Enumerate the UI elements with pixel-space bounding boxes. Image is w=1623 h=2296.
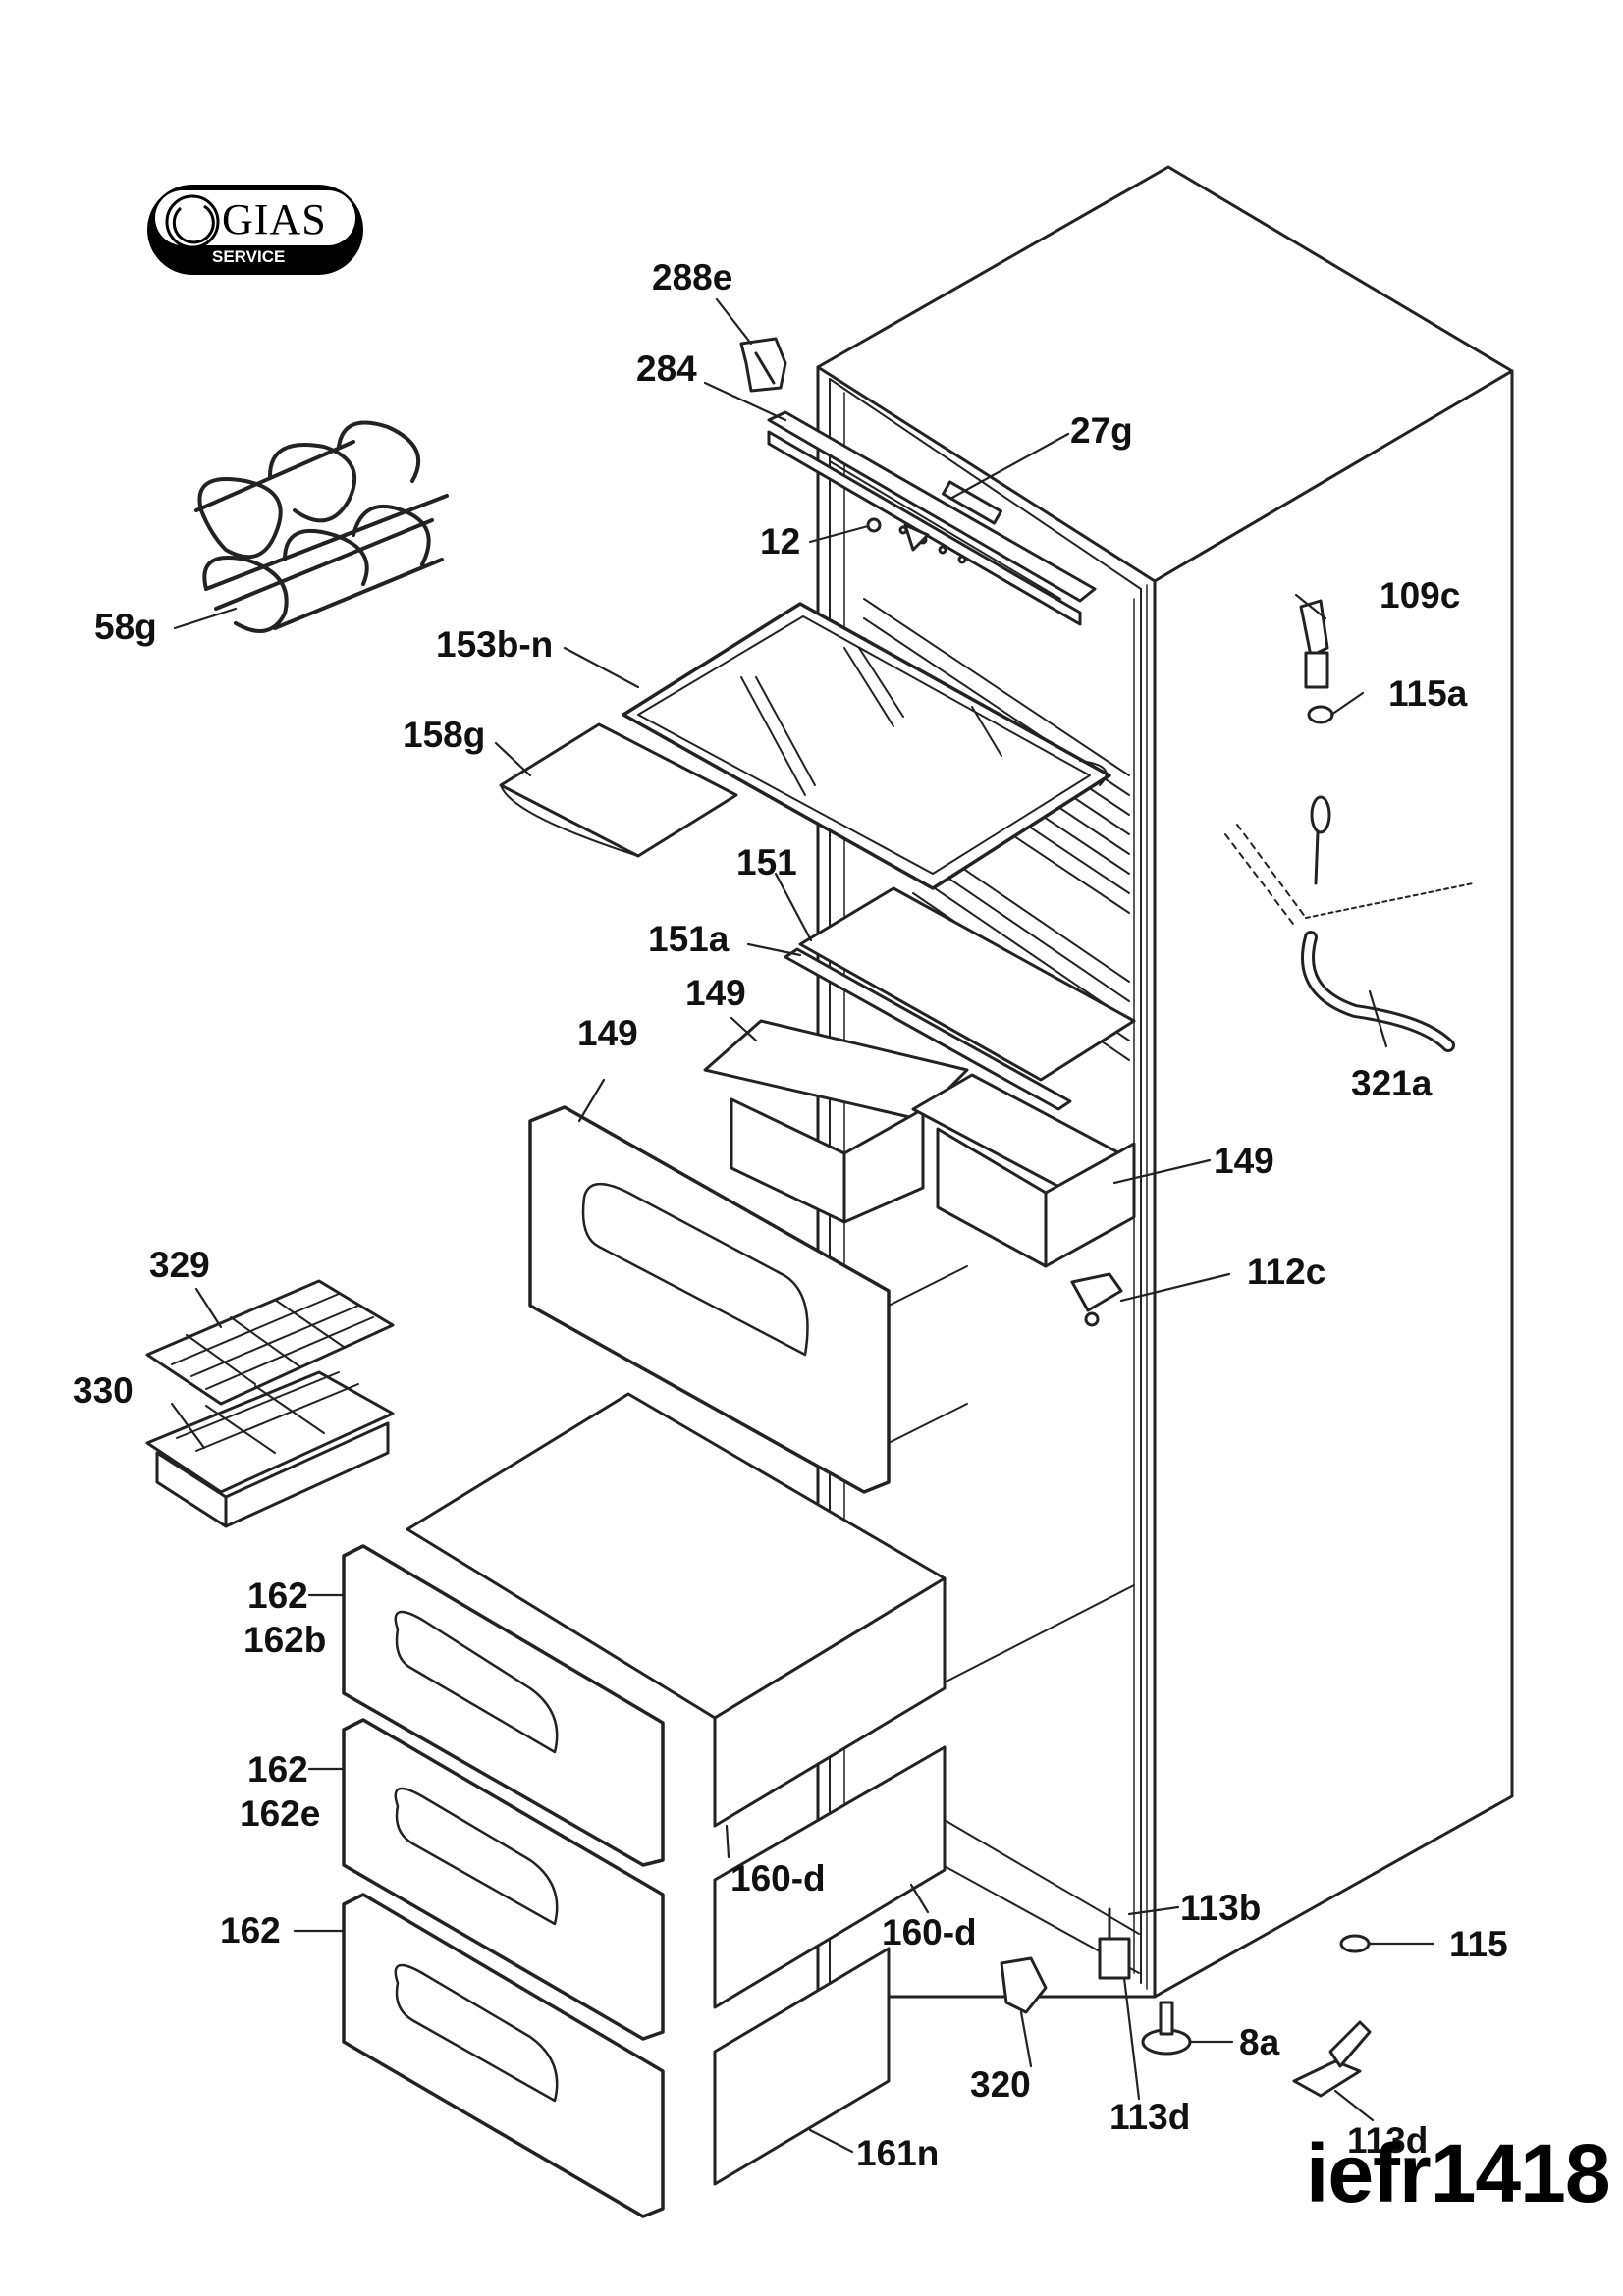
model-code: iefr1418 [1306,2127,1611,2219]
label-158g: 158g [403,715,486,755]
logo-sub-text: SERVICE [212,247,286,266]
label-162b: 162b [243,1620,327,1660]
part-321a [1224,795,1474,1052]
part-288e [739,337,787,393]
logo-badge [147,185,363,275]
part-149-front-cover [528,1105,968,1494]
label-109c: 109c [1380,575,1461,615]
label-151a: 151a [648,919,730,959]
label-162-middle: 162 [247,1749,308,1789]
label-153b-n: 153b-n [436,624,554,665]
part-153b-n-glass-shelf [622,602,1111,890]
label-288e: 288e [652,257,733,297]
gias-service-logo: GIAS SERVICE [145,183,365,277]
label-320: 320 [970,2064,1031,2105]
label-113d-left: 113d [1109,2097,1191,2137]
label-162-top: 162 [247,1575,308,1616]
label-12: 12 [760,521,801,561]
label-8a: 8a [1239,2022,1280,2062]
part-162-freezer-drawers [342,1392,947,2218]
part-158g [499,722,738,858]
label-115a: 115a [1388,673,1468,714]
label-112c: 112c [1247,1252,1326,1292]
label-149-cover: 149 [577,1013,638,1053]
label-162e: 162e [240,1793,321,1834]
part-151-shelf [784,886,1136,1111]
label-161n: 161n [856,2133,940,2173]
label-149-upper: 149 [685,973,746,1013]
label-151: 151 [736,842,797,882]
label-162-bottom: 162 [220,1910,281,1950]
part-small-hardware [1000,1907,1372,2098]
label-284: 284 [636,348,697,389]
label-160-d-left: 160-d [730,1858,826,1898]
label-160-d-right: 160-d [882,1912,977,1952]
part-329-330-ice-trays [145,1279,395,1528]
label-329: 329 [149,1245,210,1285]
part-58g-bottle-rack [194,420,449,633]
label-27g: 27g [1070,410,1133,451]
leader-lines [170,297,1435,2154]
label-113d-right: 113d [1347,2120,1429,2161]
label-321a: 321a [1351,1063,1433,1103]
label-113b: 113b [1180,1888,1262,1928]
label-58g: 58g [94,607,157,647]
label-115: 115 [1449,1924,1508,1964]
part-112c [1070,1272,1123,1327]
part-149-crispers [703,1019,1136,1268]
control-panel [767,410,1097,626]
label-149-right: 149 [1214,1141,1274,1181]
label-330: 330 [73,1370,134,1411]
logo-brand-text: GIAS [222,195,327,243]
